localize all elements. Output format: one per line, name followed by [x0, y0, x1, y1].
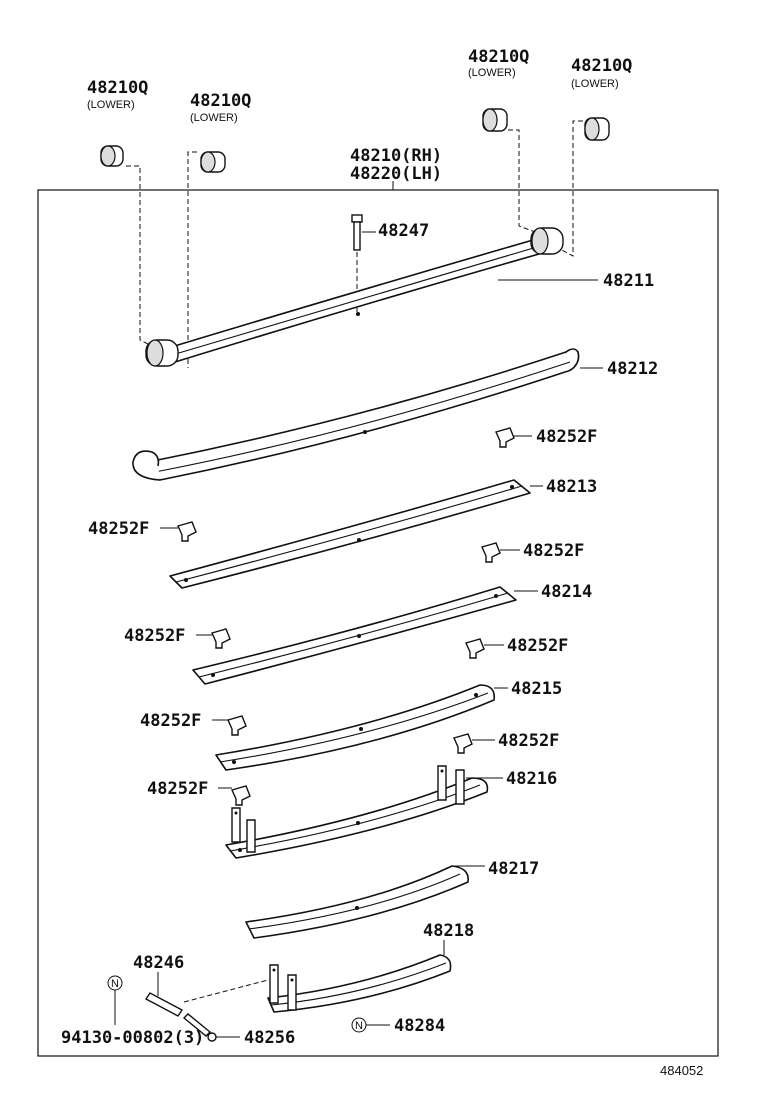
label-silencer: 48284	[394, 1016, 445, 1036]
bushing-upper-right-a[interactable]	[482, 108, 508, 132]
note-mark-2: N	[355, 1020, 363, 1032]
clip-48252f-5[interactable]	[465, 638, 485, 659]
clip-48252f-3[interactable]	[481, 542, 501, 563]
assembly-frame	[37, 189, 719, 1057]
label-leaf-6: 48216	[506, 769, 557, 789]
label-assembly-rh: 48210(RH)	[350, 146, 442, 166]
label-rivet: 48256	[244, 1028, 295, 1048]
label-clip-5: 48252F	[507, 636, 568, 656]
leaf-48217[interactable]	[245, 865, 469, 939]
label-bushing-3: 48210Q	[468, 47, 529, 67]
label-bushing-4-sub: (LOWER)	[571, 78, 619, 90]
clip-48252f-2[interactable]	[177, 521, 197, 542]
label-leaf-3: 48213	[546, 477, 597, 497]
bushing-upper-right-b[interactable]	[584, 117, 610, 141]
label-bolt: 48247	[378, 221, 429, 241]
clip-48252f-8[interactable]	[231, 785, 251, 806]
clip-48252f-4[interactable]	[211, 628, 231, 649]
label-leaf-1: 48211	[603, 271, 654, 291]
clip-48252f-6[interactable]	[227, 715, 247, 736]
label-bushing-4: 48210Q	[571, 56, 632, 76]
label-clip-6: 48252F	[140, 711, 201, 731]
leaf-48214[interactable]	[192, 586, 517, 685]
leaf-48216[interactable]	[225, 765, 489, 859]
label-clip-8: 48252F	[147, 779, 208, 799]
label-leaf-5: 48215	[511, 679, 562, 699]
bushing-guide-line	[561, 120, 583, 257]
label-bushing-1-sub: (LOWER)	[87, 99, 135, 111]
bushing-guide-line	[508, 129, 536, 233]
leaf-48215[interactable]	[215, 684, 496, 771]
label-leaf-2: 48212	[607, 359, 658, 379]
label-clip-1: 48252F	[536, 427, 597, 447]
label-bushing-2: 48210Q	[190, 91, 251, 111]
note-mark-1: N	[111, 978, 119, 990]
label-clip-2: 48252F	[88, 519, 149, 539]
label-leaf-7: 48217	[488, 859, 539, 879]
label-clip-7: 48252F	[498, 731, 559, 751]
label-clip-4: 48252F	[124, 626, 185, 646]
leaf-48213[interactable]	[169, 479, 531, 589]
leaf-48212[interactable]	[132, 348, 580, 481]
center-bolt[interactable]	[351, 214, 363, 251]
bushing-guide-line	[126, 165, 161, 351]
rivet-48256[interactable]	[182, 1013, 217, 1042]
label-bushing-2-sub: (LOWER)	[190, 112, 238, 124]
label-bushing-1: 48210Q	[87, 78, 148, 98]
clip-48252f-7[interactable]	[453, 733, 473, 754]
clip-48252f-1[interactable]	[495, 427, 515, 448]
label-pin: 48246	[133, 953, 184, 973]
label-leaf-8: 48218	[423, 921, 474, 941]
label-clip-3: 48252F	[523, 541, 584, 561]
label-bushing-3-sub: (LOWER)	[468, 67, 516, 79]
bushing-guide-line	[187, 151, 197, 368]
label-leaf-4: 48214	[541, 582, 592, 602]
pin-48246[interactable]	[144, 992, 184, 1017]
bushing-upper-left[interactable]	[100, 145, 124, 167]
diagram-code: 484052	[660, 1063, 703, 1078]
label-assembly-lh: 48220(LH)	[350, 164, 442, 184]
leaf-48218[interactable]	[267, 954, 452, 1013]
leaf-48211[interactable]	[145, 227, 564, 367]
pin-guide-line	[183, 979, 269, 1003]
bushing-upper-center[interactable]	[200, 151, 226, 173]
label-rivet-spec: 94130-00802(3)	[61, 1028, 204, 1048]
